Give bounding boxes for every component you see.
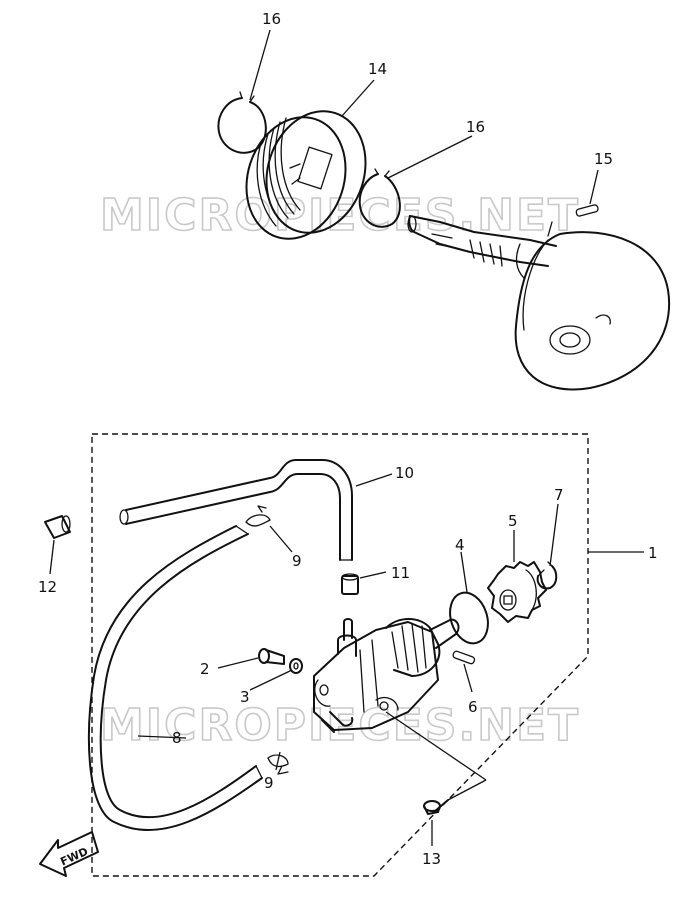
drive-shaft <box>407 215 557 279</box>
oil-hose-lower <box>87 525 263 832</box>
callout-10: 10 <box>395 464 414 482</box>
callout-6: 6 <box>468 698 478 716</box>
callout-8: 8 <box>172 729 182 747</box>
hose-cap <box>44 515 71 539</box>
leader-lines <box>49 29 644 846</box>
hose-clip-bottom <box>267 754 289 775</box>
circlip-left <box>217 91 267 154</box>
callout-3: 3 <box>240 688 250 706</box>
pump-pin <box>452 650 476 665</box>
callout-7: 7 <box>554 486 564 504</box>
hose-clip-top <box>245 505 271 527</box>
callout-labels: 16 14 16 15 10 11 1 4 5 7 6 2 3 8 9 9 12… <box>38 10 658 868</box>
flange-plate <box>514 221 671 391</box>
callout-11: 11 <box>391 564 410 582</box>
circlip-right <box>358 168 401 228</box>
callout-9-top: 9 <box>292 552 302 570</box>
hose-fitting <box>341 573 359 595</box>
callout-4: 4 <box>455 536 465 554</box>
callout-2: 2 <box>200 660 210 678</box>
screw-small <box>258 648 285 665</box>
pump-drive-gear <box>487 561 547 623</box>
watermark-bottom: MICROPIECES.NET <box>100 700 580 751</box>
dowel-pin <box>575 204 599 217</box>
callout-12: 12 <box>38 578 57 596</box>
callout-14: 14 <box>368 60 387 78</box>
forward-arrow-icon: FWD <box>39 831 99 877</box>
pulley-gear <box>245 110 367 240</box>
callout-5: 5 <box>508 512 518 530</box>
callout-16-top: 16 <box>262 10 281 28</box>
callout-1: 1 <box>648 544 658 562</box>
mounting-bolt <box>423 799 449 815</box>
callout-15: 15 <box>594 150 613 168</box>
oil-hose-upper <box>119 459 353 561</box>
callout-9-bottom: 9 <box>264 774 274 792</box>
callout-13: 13 <box>422 850 441 868</box>
o-ring <box>449 591 489 645</box>
washer <box>289 658 303 674</box>
callout-16-right: 16 <box>466 118 485 136</box>
assembly-boundary <box>91 433 589 877</box>
fwd-label: FWD <box>58 845 90 869</box>
